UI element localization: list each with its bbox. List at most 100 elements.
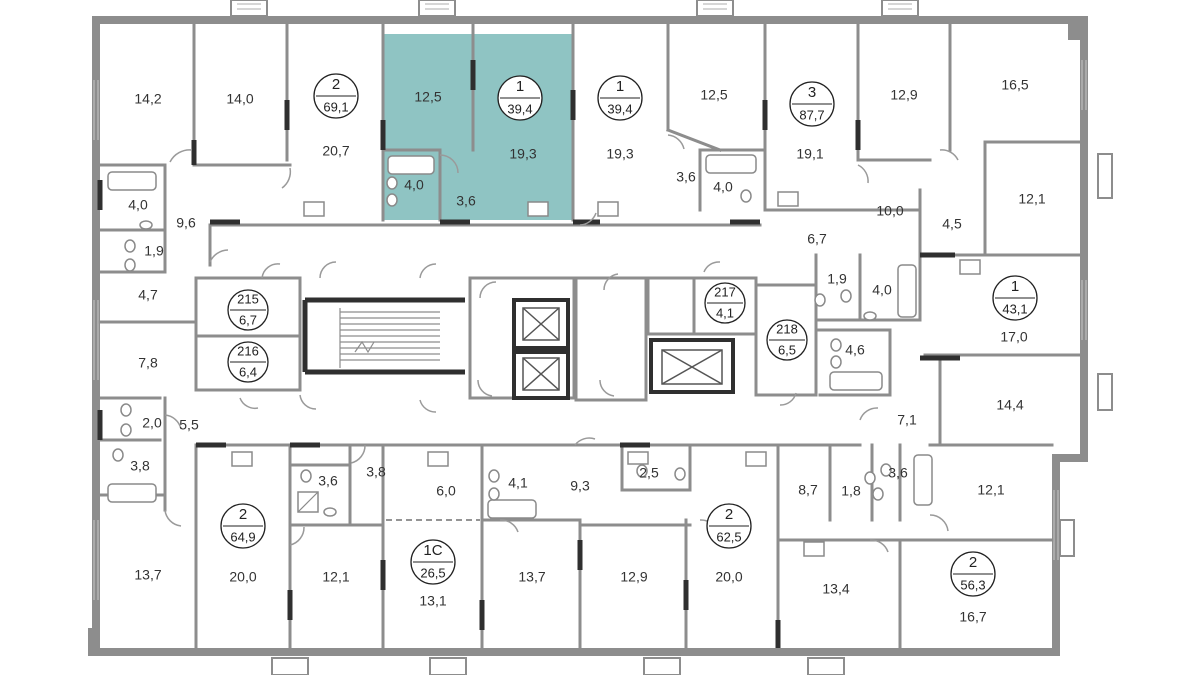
elevator-shafts bbox=[522, 307, 723, 391]
apartment-rooms: 2 bbox=[969, 554, 977, 571]
room-area: 4,0 bbox=[713, 179, 733, 195]
highlighted-apartment-fill[interactable] bbox=[383, 34, 573, 220]
door-swings bbox=[164, 134, 959, 553]
room-area: 3,6 bbox=[676, 169, 696, 185]
apartment-marker[interactable]: 1 43,1 bbox=[992, 275, 1038, 321]
room-area: 8,7 bbox=[798, 482, 818, 498]
apartment-marker-highlighted[interactable]: 1 39,4 bbox=[497, 75, 543, 121]
room-area: 14,0 bbox=[226, 91, 253, 107]
room-area: 19,3 bbox=[509, 146, 536, 162]
apartment-area: 56,3 bbox=[960, 577, 985, 592]
room-area: 9,6 bbox=[176, 215, 196, 231]
room-area: 12,9 bbox=[890, 87, 917, 103]
room-area: 3,8 bbox=[366, 464, 386, 480]
room-area: 12,1 bbox=[1018, 191, 1045, 207]
interior-walls bbox=[98, 22, 1082, 650]
room-area: 2,0 bbox=[142, 415, 162, 431]
apartment-area: 39,4 bbox=[507, 101, 532, 116]
apartment-marker[interactable]: 1С 26,5 bbox=[410, 539, 456, 585]
room-area: 17,0 bbox=[1000, 329, 1027, 345]
room-area: 20,0 bbox=[229, 569, 256, 585]
room-area: 6,0 bbox=[436, 483, 456, 499]
storage-marker[interactable]: 215 6,7 bbox=[227, 289, 269, 331]
room-area: 6,7 bbox=[807, 231, 827, 247]
apartment-marker[interactable]: 2 62,5 bbox=[706, 503, 752, 549]
room-area: 3,8 bbox=[130, 458, 150, 474]
room-area: 1,9 bbox=[827, 271, 847, 287]
room-area: 9,3 bbox=[570, 478, 590, 494]
room-area: 12,5 bbox=[700, 87, 727, 103]
storage-area: 6,7 bbox=[239, 312, 257, 327]
plumbing-fixtures bbox=[107, 154, 981, 557]
window-niches bbox=[230, 0, 1113, 675]
apartment-rooms: 1С bbox=[423, 542, 442, 559]
apartment-rooms: 2 bbox=[725, 506, 733, 523]
room-area: 12,1 bbox=[322, 569, 349, 585]
storage-number: 216 bbox=[237, 343, 259, 358]
apartment-rooms: 1 bbox=[1011, 278, 1019, 295]
room-area: 3,6 bbox=[456, 193, 476, 209]
room-area: 3,6 bbox=[318, 473, 338, 489]
exterior-walls bbox=[88, 16, 1088, 656]
apartment-area: 62,5 bbox=[716, 529, 741, 544]
apartment-rooms: 1 bbox=[616, 78, 624, 95]
apartment-area: 26,5 bbox=[420, 565, 445, 580]
room-area: 19,1 bbox=[796, 146, 823, 162]
apartment-marker[interactable]: 2 56,3 bbox=[950, 551, 996, 597]
room-area: 13,7 bbox=[134, 567, 161, 583]
apartment-area: 39,4 bbox=[607, 101, 632, 116]
storage-area: 4,1 bbox=[716, 305, 734, 320]
apartment-rooms: 2 bbox=[332, 76, 340, 93]
apartment-rooms: 2 bbox=[239, 506, 247, 523]
storage-marker[interactable]: 217 4,1 bbox=[704, 282, 746, 324]
apartment-rooms: 3 bbox=[808, 84, 816, 101]
room-area: 1,9 bbox=[144, 243, 164, 259]
apartment-area: 43,1 bbox=[1002, 301, 1027, 316]
room-area: 7,8 bbox=[138, 355, 158, 371]
room-area: 13,1 bbox=[419, 593, 446, 609]
apartment-marker[interactable]: 2 64,9 bbox=[220, 503, 266, 549]
room-area: 20,0 bbox=[715, 569, 742, 585]
room-area: 1,8 bbox=[841, 483, 861, 499]
apartment-marker[interactable]: 3 87,7 bbox=[789, 81, 835, 127]
storage-marker[interactable]: 216 6,4 bbox=[227, 341, 269, 383]
storage-area: 6,5 bbox=[778, 342, 796, 357]
apartment-rooms: 1 bbox=[516, 78, 524, 95]
room-area: 2,5 bbox=[639, 465, 659, 481]
stair-treads bbox=[339, 308, 440, 368]
room-area: 12,5 bbox=[414, 89, 441, 105]
window-glazing bbox=[93, 3, 1087, 600]
room-area: 5,5 bbox=[179, 417, 199, 433]
room-area: 19,3 bbox=[606, 146, 633, 162]
room-area: 7,1 bbox=[897, 412, 917, 428]
storage-number: 217 bbox=[714, 284, 736, 299]
room-area: 4,5 bbox=[942, 216, 962, 232]
room-area: 3,6 bbox=[888, 465, 908, 481]
room-area-labels: 14,2 14,0 20,7 12,5 19,3 19,3 12,5 19,1 … bbox=[128, 77, 1046, 625]
apartment-marker[interactable]: 2 69,1 bbox=[313, 73, 359, 119]
room-area: 4,6 bbox=[845, 342, 865, 358]
storage-area: 6,4 bbox=[239, 364, 257, 379]
dark-wall-accents bbox=[97, 60, 960, 648]
room-area: 12,1 bbox=[977, 482, 1004, 498]
room-area: 14,4 bbox=[996, 397, 1023, 413]
room-area: 13,4 bbox=[822, 581, 849, 597]
apartment-area: 64,9 bbox=[230, 529, 255, 544]
room-area: 4,0 bbox=[128, 197, 148, 213]
room-area: 10,0 bbox=[876, 203, 903, 219]
room-area: 16,7 bbox=[959, 609, 986, 625]
room-area: 12,9 bbox=[620, 569, 647, 585]
storage-number: 215 bbox=[237, 291, 259, 306]
apartment-area: 87,7 bbox=[799, 107, 824, 122]
room-area: 4,7 bbox=[138, 287, 158, 303]
room-area: 13,7 bbox=[518, 569, 545, 585]
apartment-area: 69,1 bbox=[323, 99, 348, 114]
storage-number: 218 bbox=[776, 321, 798, 336]
room-area: 16,5 bbox=[1001, 77, 1028, 93]
apartment-marker[interactable]: 1 39,4 bbox=[597, 75, 643, 121]
room-area: 20,7 bbox=[322, 143, 349, 159]
storage-marker[interactable]: 218 6,5 bbox=[766, 319, 808, 361]
room-area: 4,0 bbox=[872, 282, 892, 298]
room-area: 4,0 bbox=[404, 177, 424, 193]
